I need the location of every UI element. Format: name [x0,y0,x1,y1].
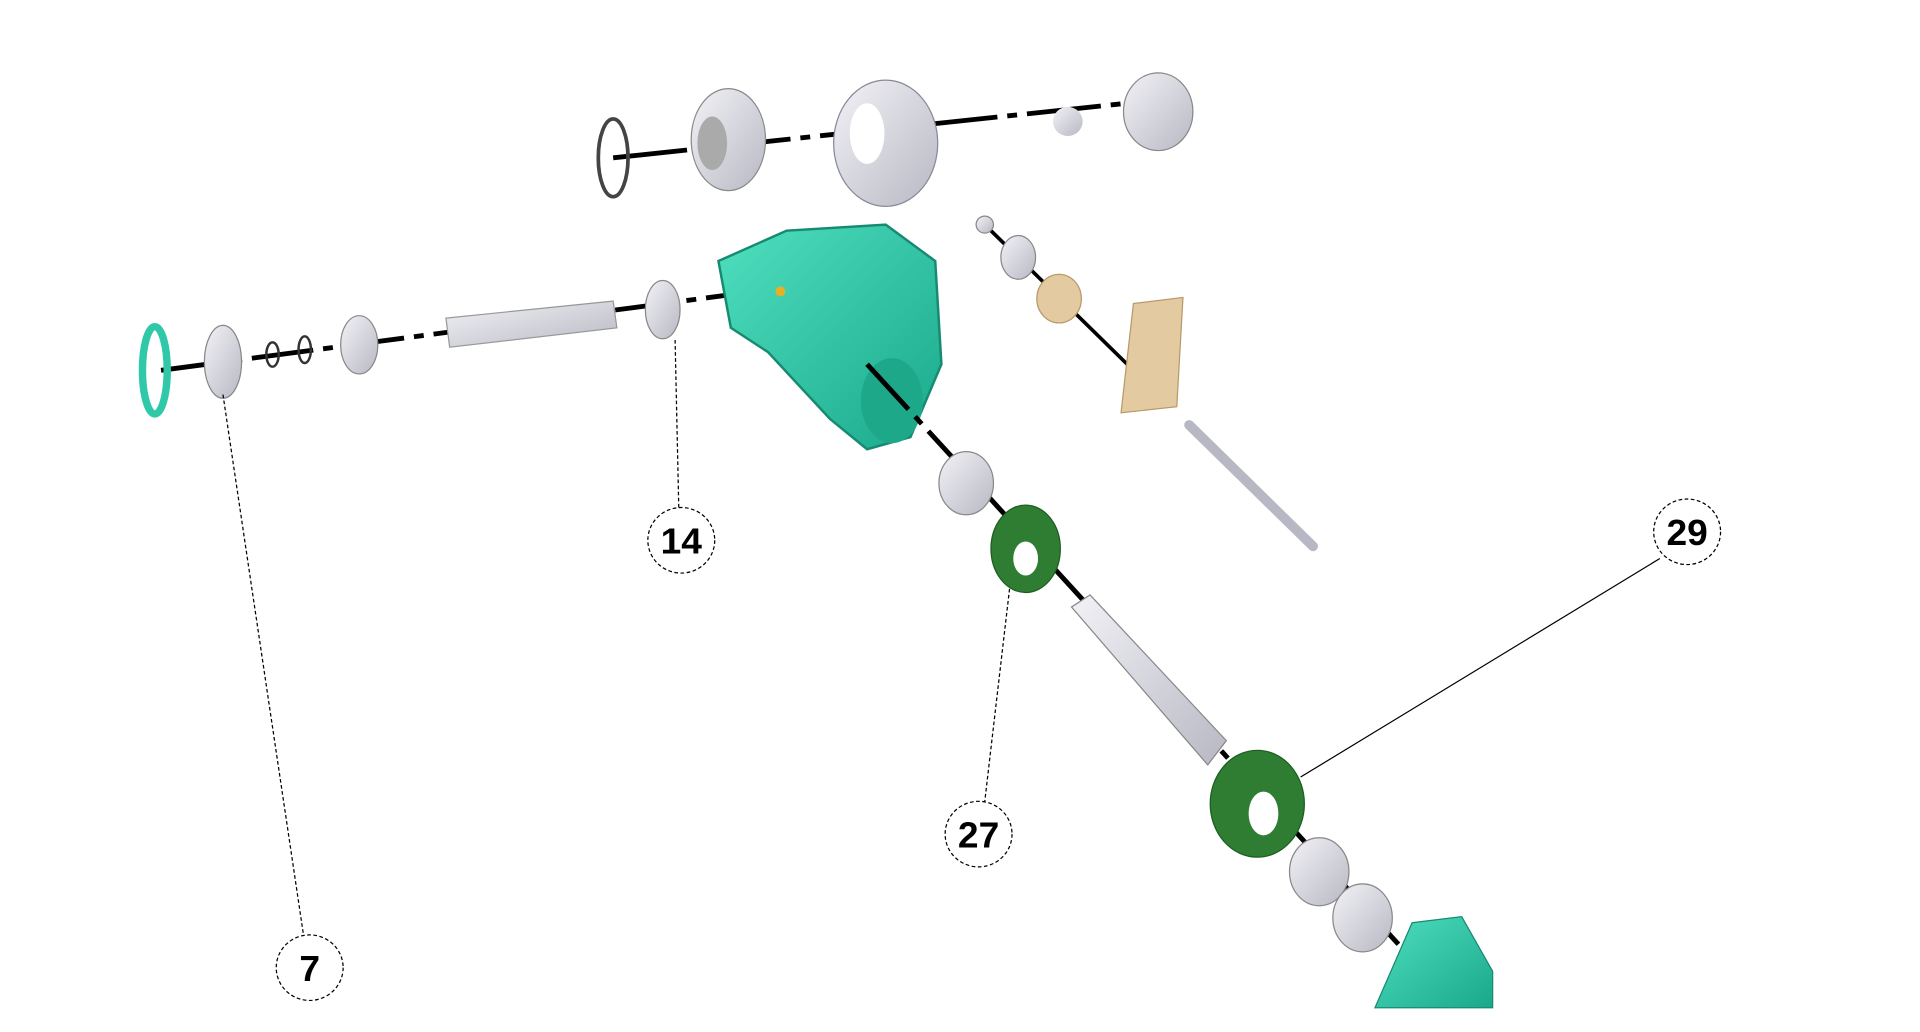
bolt [1184,420,1318,552]
cover-ring [138,322,171,418]
callout-27: 27 [944,800,1013,868]
worm-gear [1070,594,1228,766]
snap-ring [596,117,630,199]
spacer [644,279,681,340]
top-shaft-assembly [596,72,1194,208]
svg-text:14: 14 [661,521,703,562]
bronze-bushing [1036,273,1083,324]
svg-text:29: 29 [1666,512,1707,553]
bearing-cup [1122,72,1194,152]
svg-text:27: 27 [958,815,999,856]
callout-29: 29 [1653,498,1722,566]
worm-shaft-assembly [865,362,1494,1009]
bearing [203,324,243,399]
bearing [938,451,995,516]
pin-assembly [975,215,1318,552]
gear-wheel [833,79,939,208]
bearing [1332,883,1393,953]
shaft [445,300,618,348]
washer [1052,106,1083,136]
left-shaft-assembly [138,279,756,418]
bushing [340,315,379,375]
svg-text:7: 7 [299,948,320,989]
bearing [1288,837,1350,907]
leader-lines [222,339,1661,935]
bronze-plate [1120,296,1184,414]
gearbox-housing [717,223,943,451]
callout-14: 14 [647,506,716,574]
end-cover [1374,916,1494,1009]
callout-7: 7 [275,934,344,1002]
